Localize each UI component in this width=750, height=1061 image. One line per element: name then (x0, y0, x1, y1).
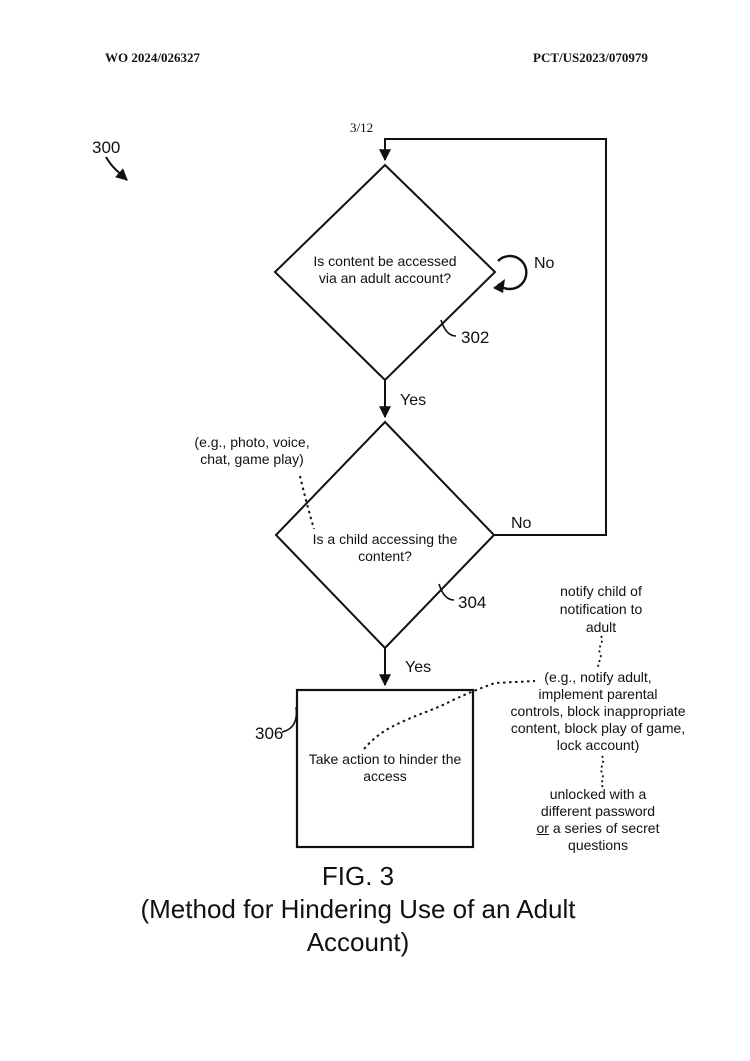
unlock-note-line1: unlocked with a (549, 786, 647, 802)
ref-300-label: 300 (92, 138, 121, 157)
ref-300-arrow (105, 156, 128, 181)
ref-304-leader (438, 583, 455, 601)
unlock-note-line4: questions (568, 837, 628, 853)
hinder-actions-note-line5: lock account) (556, 737, 640, 753)
hinder-actions-note-line4: content, block play of game, (510, 720, 686, 736)
unlock-note-line3: or a series of secret (513, 820, 683, 837)
process-box-text: Take action to hinder the access (295, 751, 475, 785)
publication-number: WO 2024/026327 (105, 50, 200, 65)
decision2-line1: Is a child accessing the (312, 531, 458, 547)
decision1-text: Is content be accessed via an adult acco… (295, 253, 475, 287)
application-number: PCT/US2023/070979 (533, 50, 648, 65)
hinder-actions-note-line2: implement parental (538, 686, 658, 702)
self-loop-arrow (497, 254, 528, 291)
figure-number: FIG. 3 (321, 861, 395, 891)
sheet-number: 3/12 (350, 120, 374, 135)
example-content-note-line1: (e.g., photo, voice, (194, 434, 310, 450)
example-note-leader (299, 475, 315, 530)
example-content-note-line2: chat, game play) (200, 451, 304, 467)
self-loop-arrowhead (493, 279, 505, 293)
decision2-yes-label: Yes (405, 659, 432, 676)
ref-306-leader (281, 706, 298, 733)
actions-note-leader (363, 680, 536, 750)
no-feedback-loop-line (379, 138, 607, 536)
notify-child-note-line1: notify child of (560, 583, 642, 599)
process-box (295, 688, 475, 849)
ref-302-leader (440, 319, 457, 337)
unlock-note-line2: different password (540, 803, 656, 819)
decision2-text: Is a child accessing the content? (290, 531, 480, 565)
notify-child-note-line2: notification to (559, 601, 643, 617)
decision1-line1: Is content be accessed (313, 253, 457, 269)
decision2-line2: content? (358, 548, 412, 564)
figure-caption: FIG. 3 (Method for Hindering Use of an A… (58, 860, 658, 959)
decision1-yes-label: Yes (400, 392, 427, 409)
ref-304-label: 304 (458, 593, 487, 612)
example-content-note: (e.g., photo, voice, chat, game play) (177, 434, 327, 468)
notify-child-note: notify child of notification to adult (540, 582, 662, 636)
decision1-line2: via an adult account? (318, 270, 452, 286)
unlock-note-or-word: or (536, 820, 549, 836)
hinder-actions-note: (e.g., notify adult, implement parental … (493, 669, 703, 754)
ref-302-label: 302 (461, 328, 490, 347)
hinder-actions-note-line3: controls, block inappropriate (510, 703, 686, 719)
unlock-note-line3-rest: a series of secret (548, 820, 660, 836)
notify-note-squiggle (597, 635, 604, 670)
unlock-note-squiggle (600, 755, 605, 790)
unlock-note: unlocked with a different password or a … (513, 786, 683, 854)
figure-title-line2: Account) (306, 927, 410, 957)
hinder-actions-note-line1: (e.g., notify adult, (544, 669, 652, 685)
process-box-line1: Take action to hinder the (308, 751, 462, 767)
process-box-line2: access (363, 768, 407, 784)
figure-title-line1: (Method for Hindering Use of an Adult (140, 894, 576, 924)
decision1-no-label: No (534, 255, 555, 272)
ref-306-label: 306 (255, 724, 284, 743)
decision2-no-label: No (511, 515, 532, 532)
notify-child-note-line3: adult (585, 619, 617, 635)
